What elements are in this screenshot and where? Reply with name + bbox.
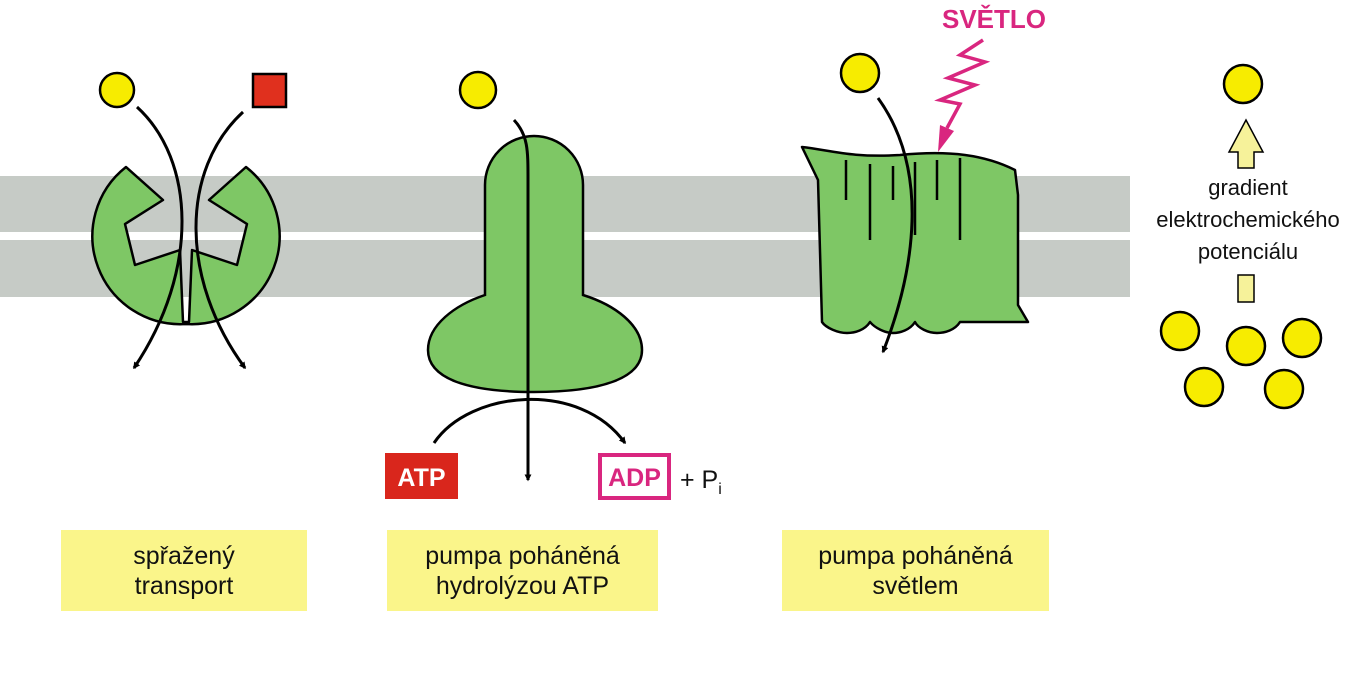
light-arrowhead xyxy=(938,125,954,152)
pi-label-text: + P xyxy=(680,466,718,494)
atp-pump-protein xyxy=(426,134,644,394)
solute-yellow-icon xyxy=(98,71,136,109)
atp-badge: ATP xyxy=(385,453,458,499)
caption-coupled-transport: spřažený transport xyxy=(61,530,307,611)
solute-red-icon xyxy=(251,72,288,109)
atp-hydrolysis-arrow xyxy=(432,398,627,445)
solute-yellow-icon xyxy=(839,52,881,94)
light-pump-protein xyxy=(800,145,1030,335)
gradient-arrow-shaft xyxy=(1237,274,1255,303)
coupled-arrow-left xyxy=(132,105,184,370)
light-lightning-icon xyxy=(934,38,991,129)
light-pump-arrow xyxy=(876,97,914,354)
atp-pump-arrow xyxy=(512,118,532,482)
solute-yellow-icon xyxy=(1183,366,1225,408)
adp-label: ADP xyxy=(608,464,661,492)
caption-atp-pump-line1: pumpa poháněná xyxy=(425,541,620,570)
gradient-label: gradient elektrochemického potenciálu xyxy=(1130,172,1366,268)
caption-coupled-line1: spřažený xyxy=(133,541,235,570)
pi-label: + Pi xyxy=(680,466,722,498)
caption-atp-pump: pumpa poháněná hydrolýzou ATP xyxy=(387,530,658,611)
gradient-up-arrow xyxy=(1227,118,1265,169)
solute-yellow-icon xyxy=(1225,325,1267,367)
caption-light-pump: pumpa poháněná světlem xyxy=(782,530,1049,611)
caption-light-pump-line1: pumpa poháněná xyxy=(818,541,1013,570)
gradient-label-line2: elektrochemického xyxy=(1156,207,1340,232)
solute-yellow-icon xyxy=(1263,368,1305,410)
caption-coupled-line2: transport xyxy=(134,571,234,600)
solute-yellow-icon xyxy=(1281,317,1323,359)
pi-subscript: i xyxy=(718,481,722,498)
adp-badge: ADP xyxy=(598,453,671,500)
atp-label: ATP xyxy=(397,464,445,492)
solute-yellow-icon xyxy=(1159,310,1201,352)
coupled-transporter xyxy=(91,165,281,326)
gradient-label-line3: potenciálu xyxy=(1197,239,1299,264)
coupled-transporter-protein xyxy=(91,165,281,326)
solute-yellow-icon xyxy=(458,70,498,110)
solute-yellow-icon xyxy=(1222,63,1264,105)
gradient-label-line1: gradient xyxy=(1208,175,1288,200)
light-pump-helix-lines xyxy=(844,158,962,240)
caption-atp-pump-line2: hydrolýzou ATP xyxy=(435,571,610,600)
caption-light-pump-line2: světlem xyxy=(872,571,959,600)
coupled-arrow-right xyxy=(194,110,247,370)
light-label: SVĚTLO xyxy=(942,4,1046,34)
